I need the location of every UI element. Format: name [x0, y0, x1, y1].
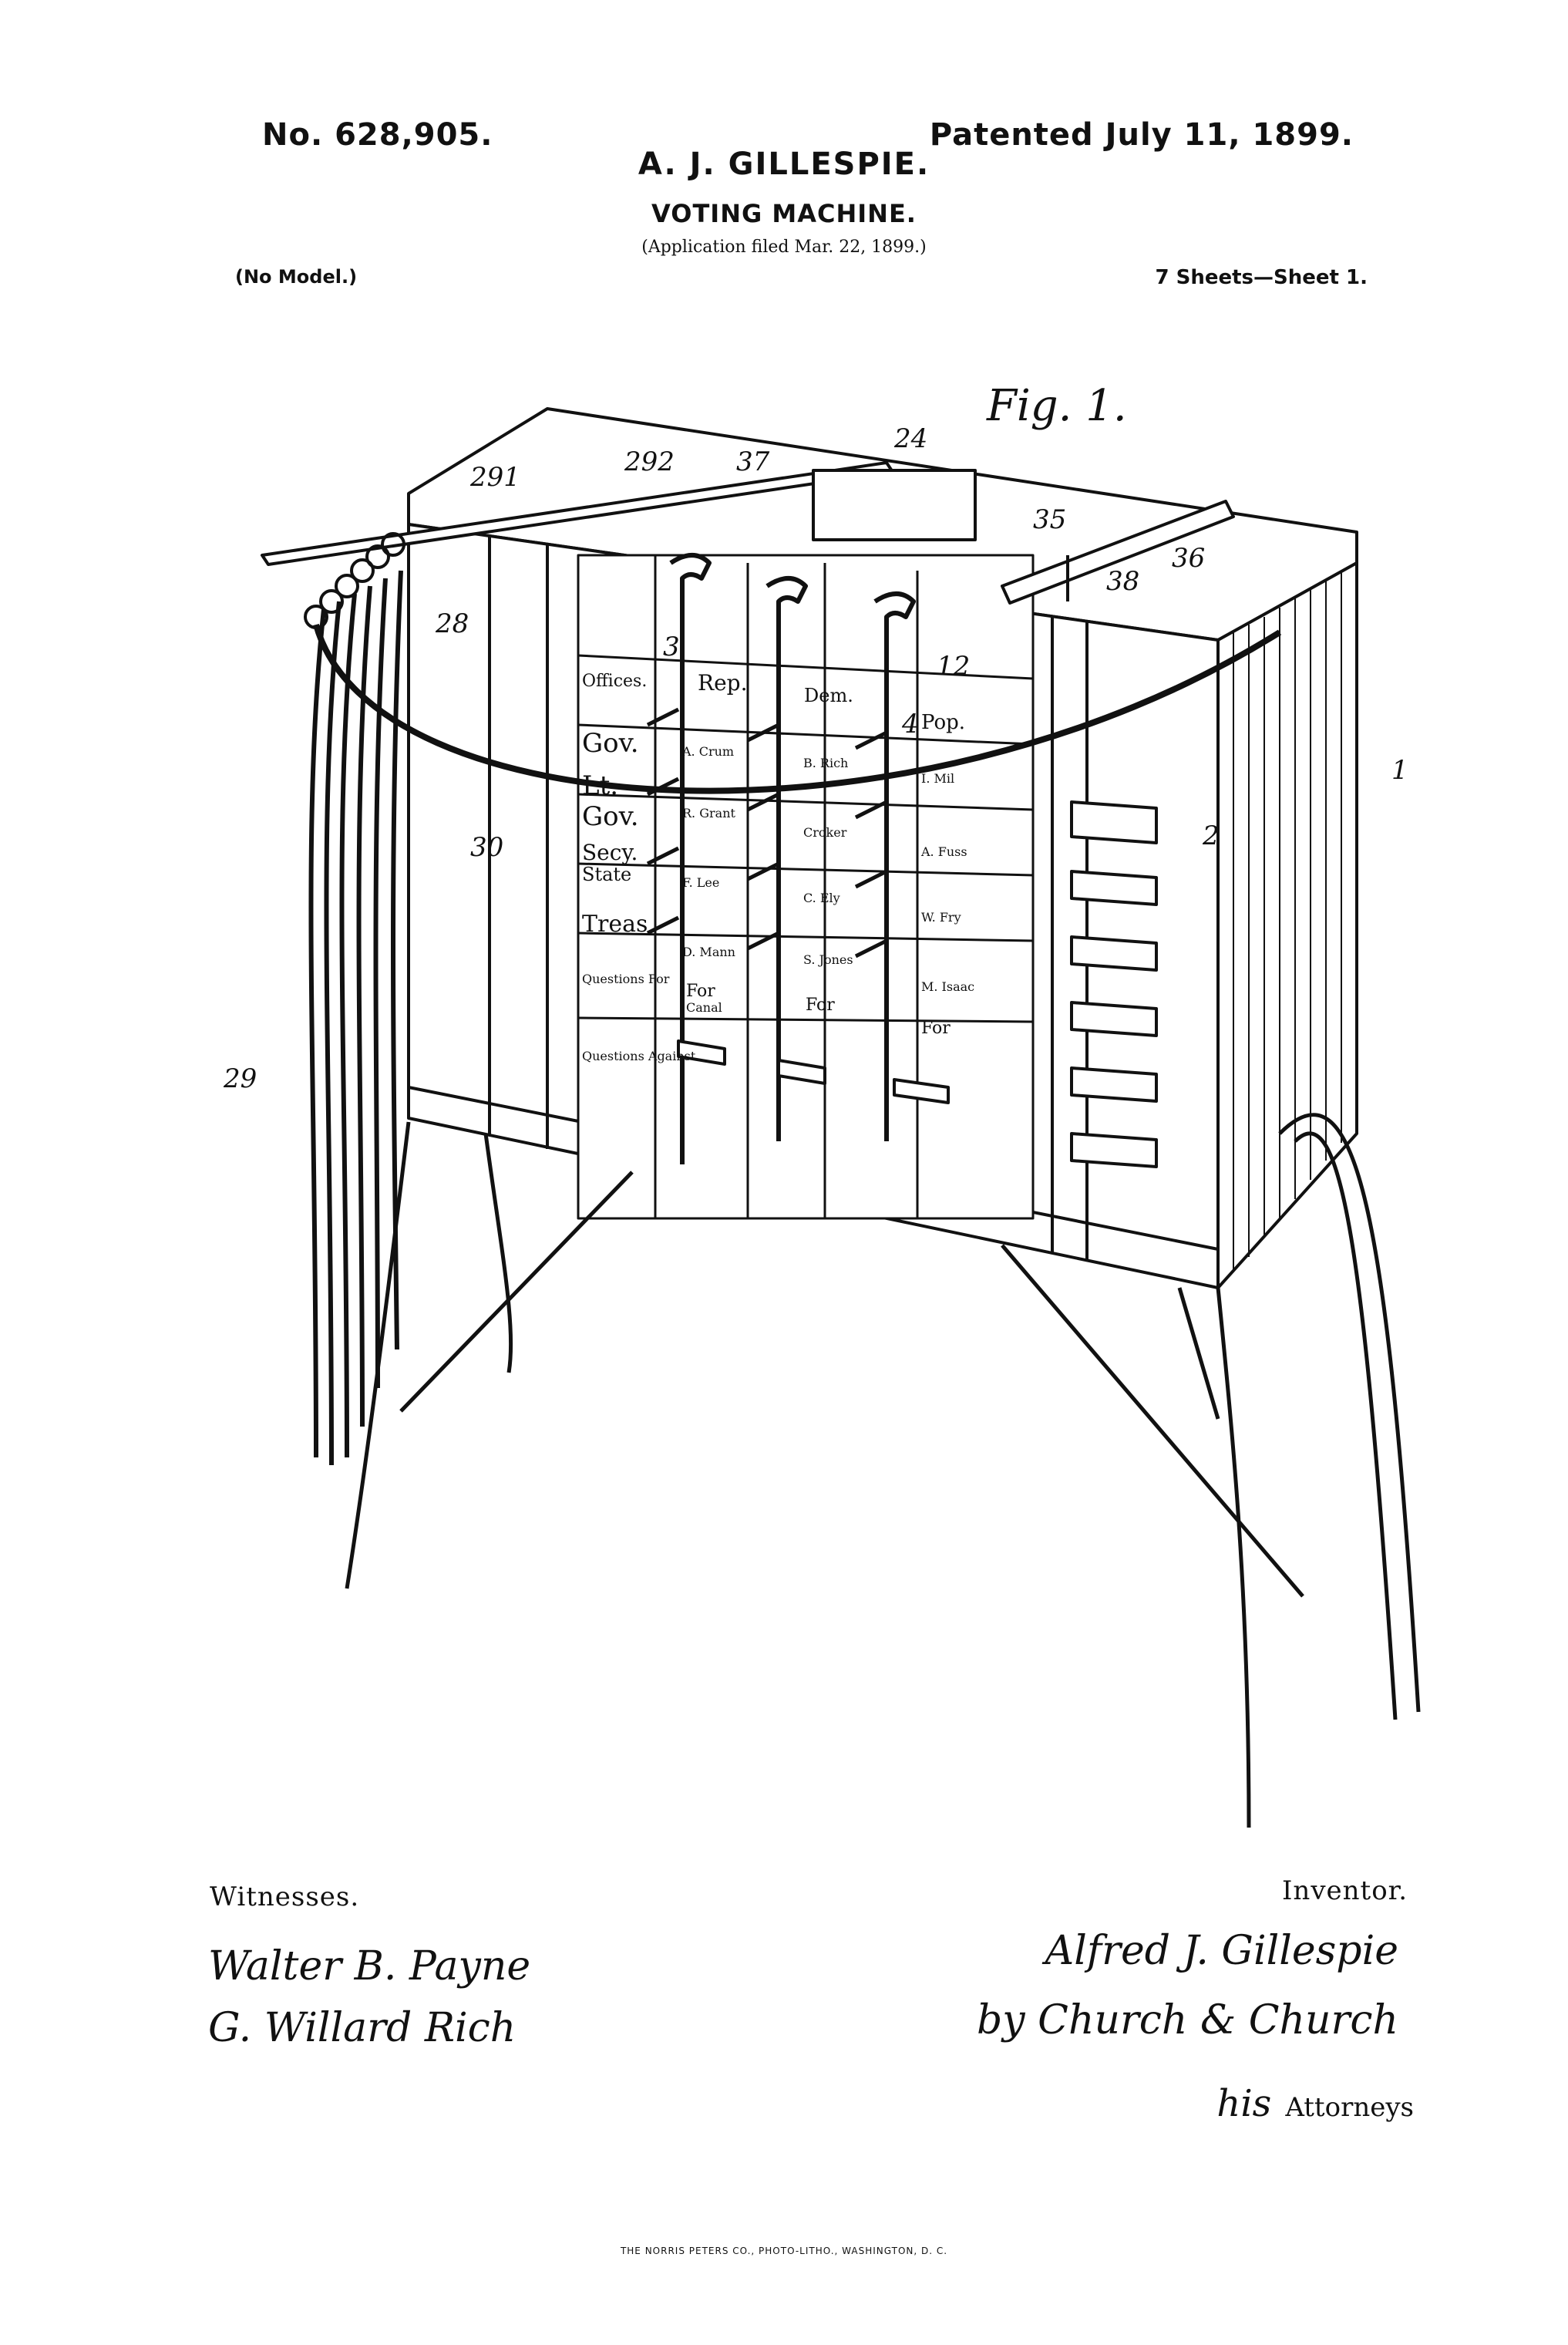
- ref-numeral-291: 291: [469, 462, 520, 493]
- ballot-candidate: B. Rich: [803, 756, 848, 770]
- right-lever: [1001, 500, 1235, 605]
- lever-column-dem: [765, 576, 808, 1141]
- ballot-candidate: Croker: [803, 825, 847, 840]
- ref-numeral-12: 12: [937, 651, 970, 682]
- patent-date: Patented July 11, 1899.: [929, 117, 1354, 153]
- ballot-office: Offices.: [582, 672, 647, 691]
- curtains: [308, 570, 403, 1466]
- ballot-frame: [577, 554, 1035, 1220]
- ballot-party: Rep.: [698, 670, 747, 696]
- curtain-rail: [313, 623, 1282, 794]
- application-date: (Application filed Mar. 22, 1899.): [641, 238, 927, 257]
- ballot-office: Secy.: [582, 840, 638, 865]
- patent-number: No. 628,905.: [262, 117, 493, 153]
- ballot-party: Pop.: [921, 711, 965, 734]
- ref-numeral-292: 292: [624, 446, 675, 477]
- ref-numeral-1: 1: [1391, 755, 1408, 786]
- counter-slots: [1070, 800, 1158, 1168]
- ref-numeral-3: 3: [663, 632, 680, 662]
- inventor-signature: Alfred J. Gillespie: [1045, 1928, 1398, 1974]
- stand-legs: [345, 1113, 1421, 1828]
- ballot-candidate: F. Lee: [682, 875, 719, 890]
- lever-column-pop: [873, 591, 916, 1141]
- lever-column-rep: [669, 553, 712, 1164]
- ballot-for-label: For: [806, 996, 835, 1015]
- ref-numeral-29: 29: [223, 1063, 257, 1094]
- ref-numeral-4: 4: [901, 709, 919, 740]
- witness-signature-1: Walter B. Payne: [208, 1943, 531, 1990]
- ballot-candidate: M. Isaac: [921, 979, 974, 994]
- ballot-office: State: [582, 864, 631, 885]
- ballot-party: Dem.: [804, 685, 853, 706]
- ref-numeral-35: 35: [1033, 504, 1066, 535]
- attorney-signature: by Church & Church: [976, 1997, 1398, 2043]
- patent-title: VOTING MACHINE.: [651, 199, 917, 228]
- inventor-name: A. J. GILLESPIE.: [638, 147, 930, 182]
- cabinet-side: [1216, 561, 1358, 1289]
- model-note: (No Model.): [235, 266, 358, 288]
- sheet-count: 7 Sheets—Sheet 1.: [1155, 266, 1368, 289]
- ballot-candidate: A. Crum: [681, 744, 734, 759]
- ballot-candidate: R. Grant: [682, 806, 735, 820]
- ref-numeral-24: 24: [893, 423, 927, 454]
- ballot-office: Questions Against: [582, 1049, 696, 1063]
- ballot-for-label: For: [686, 982, 715, 1001]
- witness-signature-2: G. Willard Rich: [208, 2005, 516, 2051]
- ballot-candidate: I. Mil: [921, 771, 954, 786]
- ref-numeral-2: 2: [1202, 820, 1220, 851]
- ballot-office: Gov.: [582, 801, 639, 832]
- witnesses-label: Witnesses.: [210, 1882, 360, 1912]
- ballot-candidate: S. Jones: [803, 952, 853, 967]
- ballot-office: Treas: [582, 911, 648, 938]
- ref-numeral-37: 37: [736, 446, 770, 477]
- ballot-office: Lt.: [582, 770, 618, 801]
- his-word: his: [1216, 2082, 1272, 2125]
- voting-machine-drawing: Fig. 1. 1 2 3 4 12 24 28 29 30 35 36 37 …: [223, 381, 1421, 1828]
- ballot-for-label: For: [921, 1019, 951, 1038]
- inventor-label: Inventor.: [1281, 1875, 1408, 1906]
- ballot-candidate: D. Mann: [682, 945, 735, 959]
- ballot-office: Gov.: [582, 728, 639, 759]
- ref-numeral-36: 36: [1172, 543, 1205, 574]
- top-block: [812, 469, 977, 541]
- ref-numeral-38: 38: [1106, 566, 1139, 597]
- ballot-office: Questions For: [582, 972, 670, 986]
- figure-caption: Fig. 1.: [986, 381, 1127, 431]
- ballot-candidate: C. Ely: [803, 891, 840, 905]
- ref-numeral-28: 28: [435, 608, 469, 639]
- printer-credit: THE NORRIS PETERS CO., PHOTO-LITHO., WAS…: [620, 2246, 948, 2256]
- ballot-candidate: A. Fuss: [920, 844, 967, 859]
- ballot-candidate: W. Fry: [921, 910, 961, 925]
- ref-numeral-30: 30: [470, 832, 503, 863]
- ballot-for-label: Canal: [686, 1000, 722, 1015]
- attorneys-line: his Attorneys: [1216, 2082, 1414, 2125]
- attorneys-label: Attorneys: [1285, 2092, 1414, 2123]
